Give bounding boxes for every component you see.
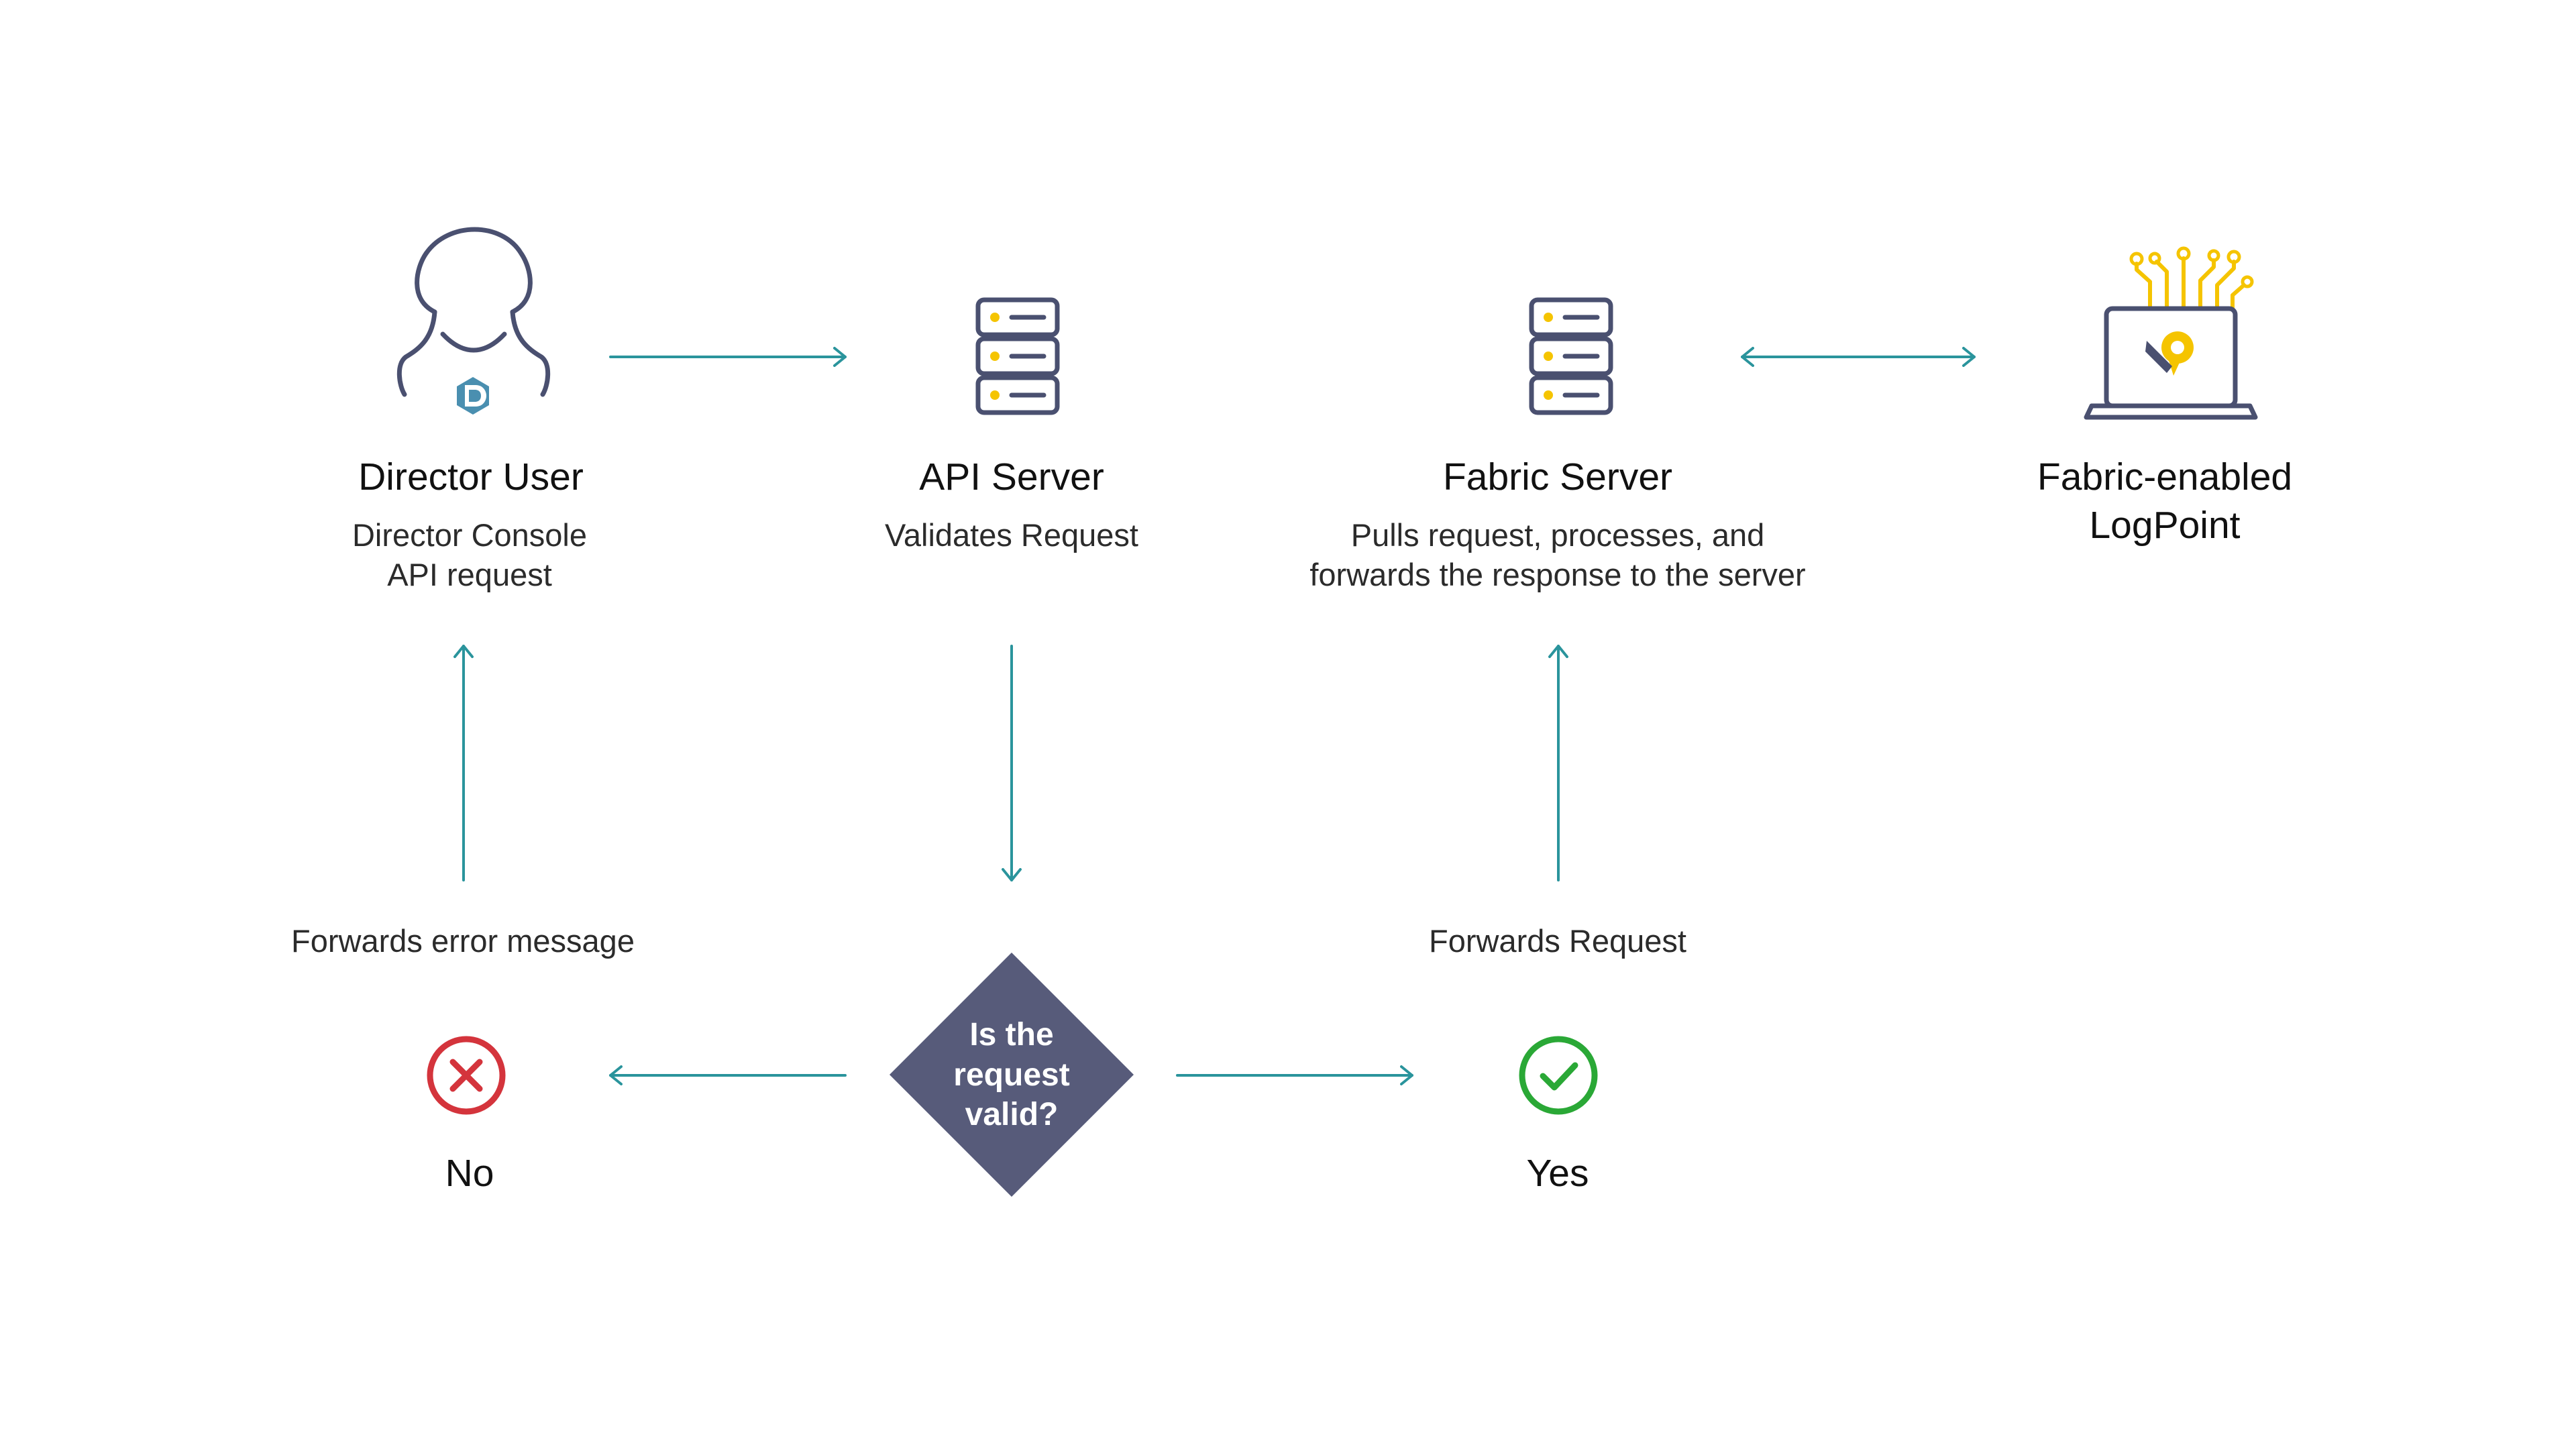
decision-line-1: Is the (969, 1017, 1053, 1053)
laptop-circuit-icon (2084, 246, 2258, 420)
yes-label: Yes (1527, 1152, 1589, 1195)
no-label: No (445, 1152, 494, 1195)
decision-line-2: request (953, 1057, 1069, 1093)
fabric-server-desc-2: forwards the response to the server (1309, 557, 1805, 592)
decision-line-3: valid? (965, 1097, 1059, 1132)
forwards-error-label: Forwards error message (291, 923, 635, 959)
user-icon (396, 227, 551, 397)
fabric-server-desc-1: Pulls request, processes, and (1351, 517, 1765, 553)
director-user-title: Director User (358, 455, 584, 498)
forwards-request-label: Forwards Request (1429, 923, 1686, 959)
director-user-desc-1: Director Console (352, 517, 587, 553)
api-server-desc: Validates Request (885, 517, 1138, 553)
x-circle-icon (427, 1036, 506, 1115)
api-server-title: API Server (919, 455, 1104, 498)
logpoint-title-2: LogPoint (2089, 504, 2240, 547)
director-user-desc-2: API request (387, 557, 552, 592)
fabric-server-title: Fabric Server (1443, 455, 1672, 498)
check-circle-icon (1519, 1036, 1598, 1115)
fabric-server-icon (1529, 297, 1613, 415)
director-badge-icon (457, 377, 489, 415)
api-server-icon (975, 297, 1060, 415)
logpoint-title-1: Fabric-enabled (2037, 455, 2292, 498)
decision-diamond: Is the request valid? (890, 953, 1134, 1197)
